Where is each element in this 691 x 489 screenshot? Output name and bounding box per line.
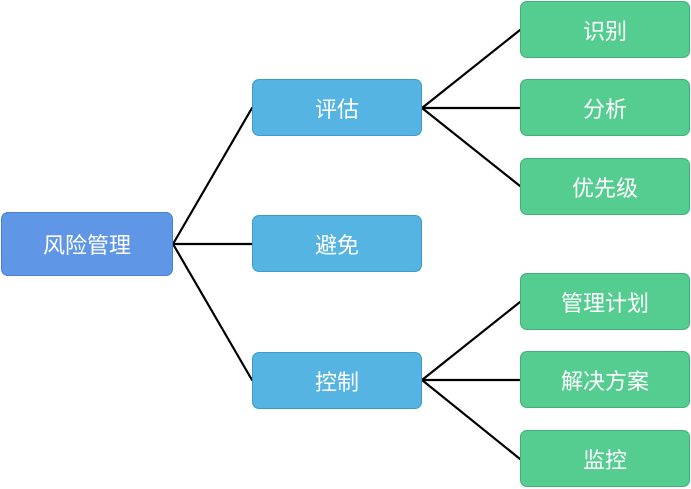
node-avoid[interactable]: 避免 bbox=[252, 215, 422, 272]
node-assess[interactable]: 评估 bbox=[252, 79, 422, 136]
connector-assess-priority bbox=[420, 106, 522, 188]
connector-root-assess bbox=[171, 106, 254, 246]
connector-assess-identify bbox=[420, 28, 522, 110]
node-identify[interactable]: 识别 bbox=[520, 1, 690, 58]
connector-control-monitor bbox=[420, 378, 522, 461]
node-solution[interactable]: 解决方案 bbox=[520, 351, 690, 408]
node-priority[interactable]: 优先级 bbox=[520, 158, 690, 215]
node-management-plan[interactable]: 管理计划 bbox=[520, 273, 690, 330]
node-analyze[interactable]: 分析 bbox=[520, 79, 690, 136]
connector-root-control bbox=[171, 242, 254, 382]
node-control[interactable]: 控制 bbox=[252, 352, 422, 409]
connector-control-plan bbox=[420, 300, 522, 382]
root-node-risk-management[interactable]: 风险管理 bbox=[1, 212, 173, 276]
node-monitor[interactable]: 监控 bbox=[520, 430, 690, 487]
